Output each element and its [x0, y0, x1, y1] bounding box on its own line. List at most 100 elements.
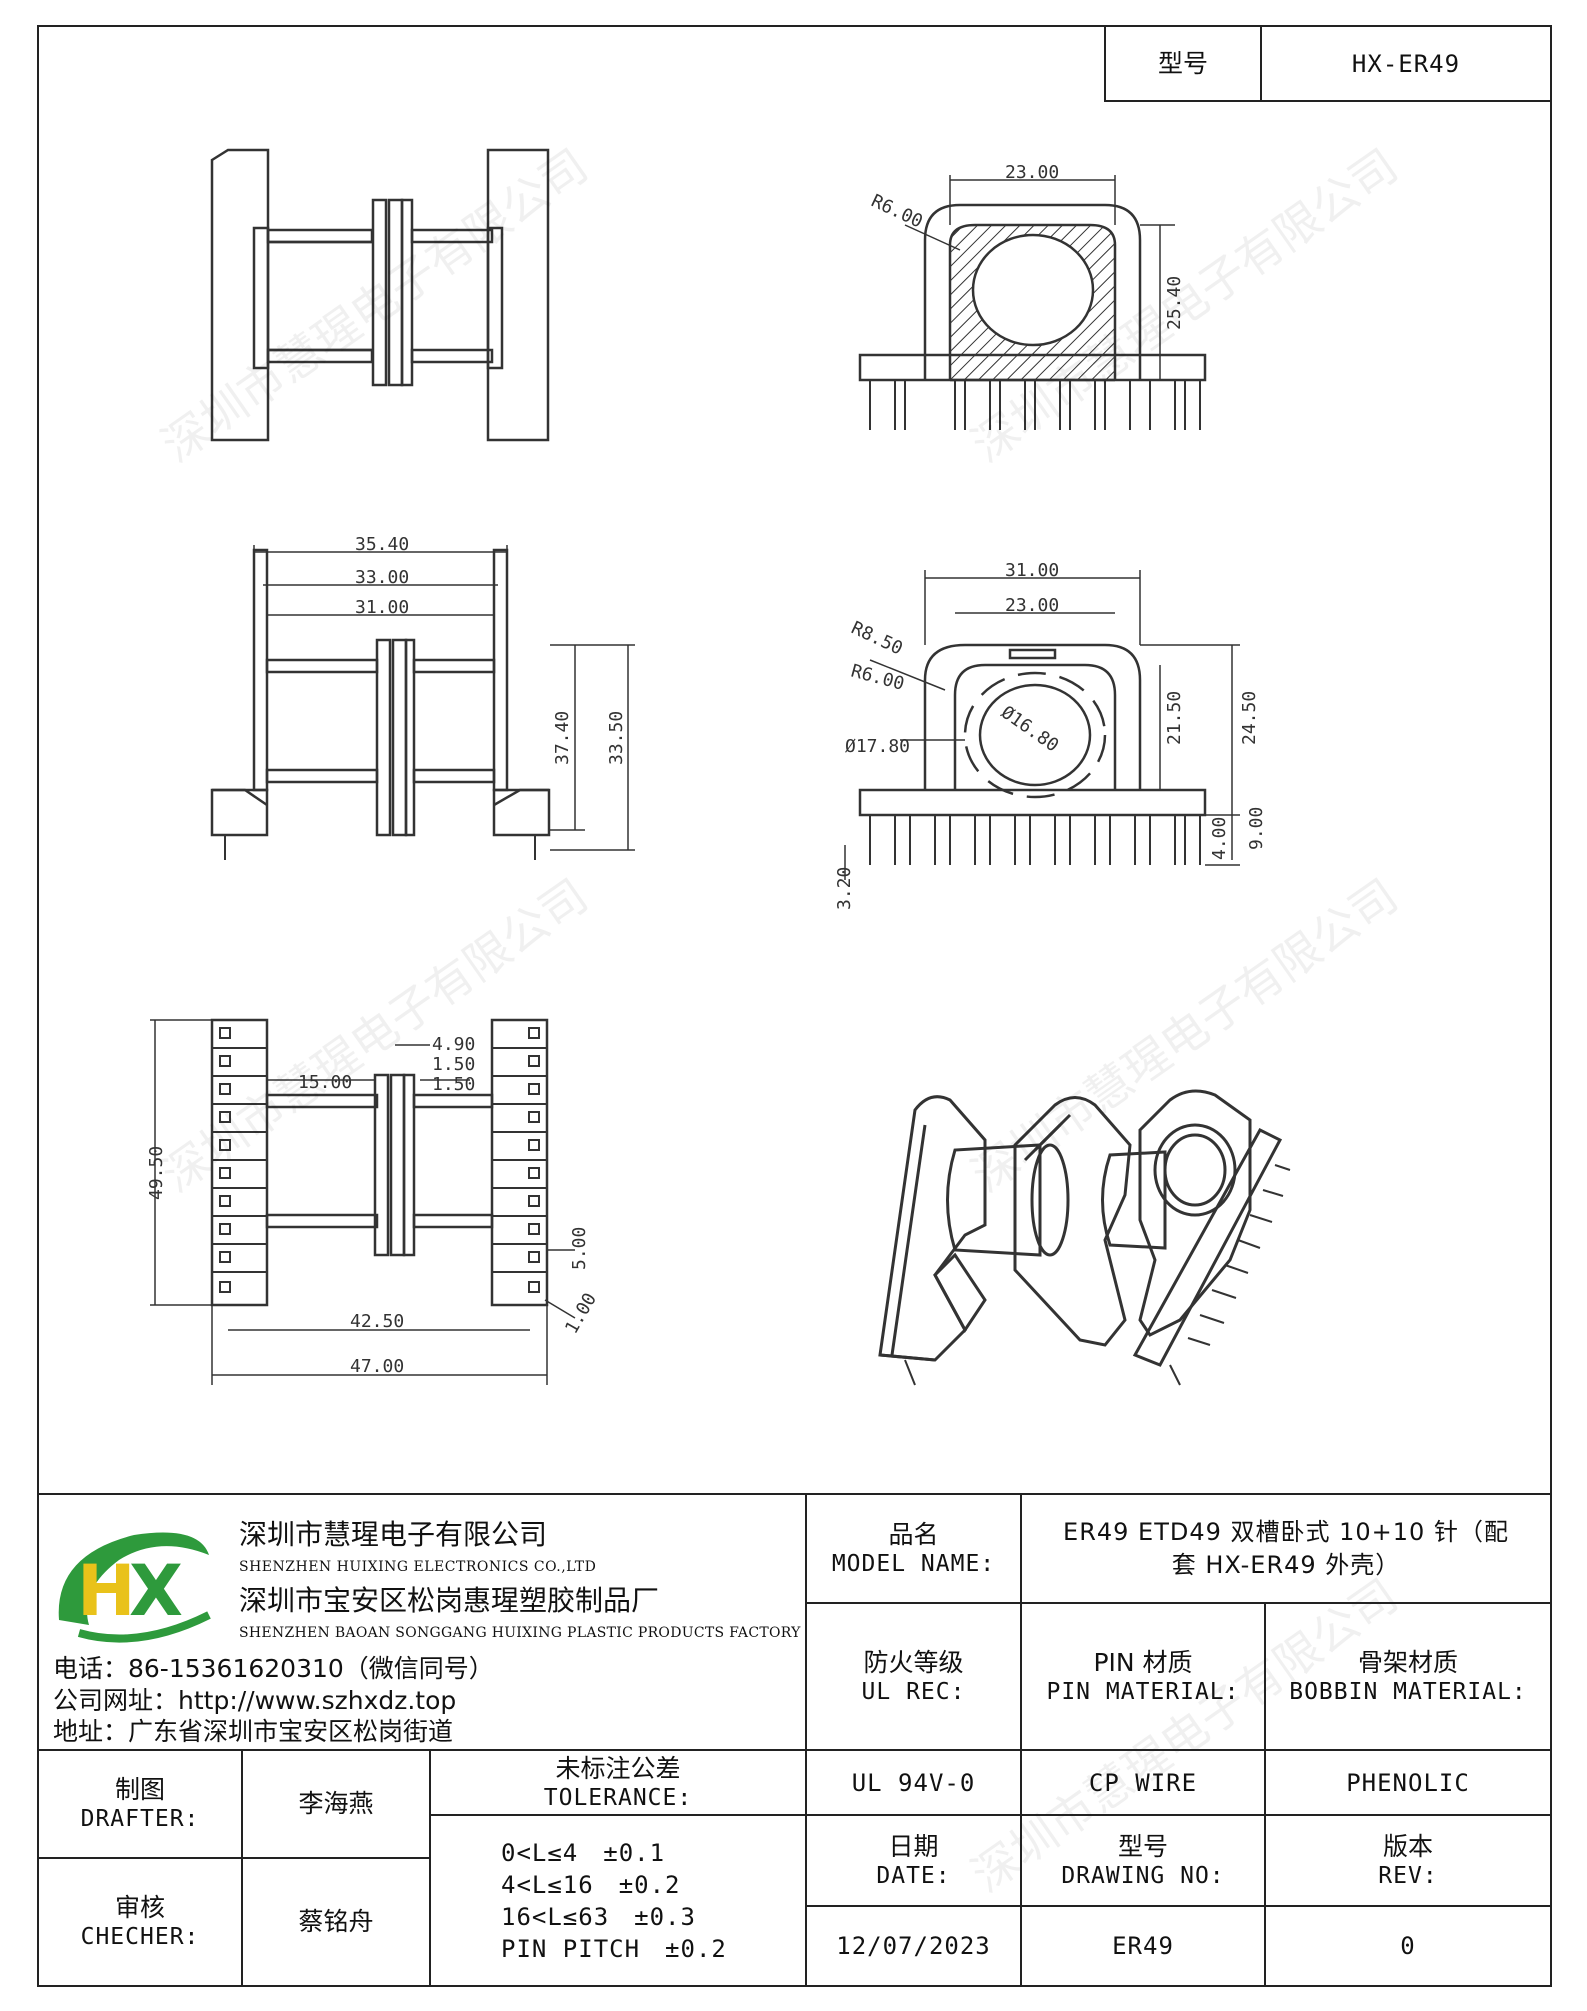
svg-text:H: H	[77, 1550, 136, 1632]
bobbin-material-label-cell: 骨架材质 BOBBIN MATERIAL:	[1264, 1602, 1552, 1751]
dim-ml-b: 33.00	[355, 567, 409, 588]
dim-top-height: 25.40	[1164, 276, 1185, 330]
ul-rec-value-cell: UL 94V-0	[805, 1749, 1022, 1816]
checker-label-cn: 审核	[114, 1893, 165, 1922]
drafter-label-cn: 制图	[114, 1775, 165, 1804]
dim-mr-h4: 9.00	[1246, 807, 1267, 850]
drawing-no-label-cn: 型号	[1117, 1831, 1168, 1861]
drafter-value-cell: 李海燕	[241, 1749, 431, 1859]
dim-mr-r2: R6.00	[849, 661, 907, 695]
factory-name-en: SHENZHEN BAOAN SONGGANG HUIXING PLASTIC …	[239, 1625, 801, 1641]
drafter-label-en: DRAFTER:	[80, 1806, 200, 1833]
date-label-en: DATE:	[876, 1862, 951, 1889]
tolerance-label-en: TOLERANCE:	[543, 1784, 693, 1811]
drawing-no-label-en: DRAWING NO:	[1061, 1862, 1225, 1889]
dim-bl-w1: 42.50	[350, 1311, 404, 1332]
bobbin-material-label-cn: 骨架材质	[1357, 1647, 1458, 1677]
model-label-cell: 型号	[1104, 25, 1262, 102]
dim-bl-d: 1.50	[432, 1074, 475, 1095]
dim-bl-pitch: 5.00	[569, 1227, 590, 1270]
model-name-label-en: MODEL NAME:	[831, 1550, 996, 1577]
ul-rec-value: UL 94V-0	[851, 1768, 976, 1797]
drawing-no-label-cell: 型号 DRAWING NO:	[1020, 1814, 1266, 1907]
tolerance-line: 16<L≤63 ±0.3	[501, 1902, 696, 1931]
dim-bl-a: 4.90	[432, 1034, 475, 1055]
company-name-cn: 深圳市慧瑆电子有限公司	[239, 1518, 548, 1551]
checker-label-en: CHECHER:	[80, 1924, 200, 1951]
tolerance-label-cn: 未标注公差	[555, 1753, 681, 1783]
dim-top-width: 23.00	[1005, 162, 1059, 183]
technical-drawing: 23.00 R6.00 25.40 35.40 33.00 31.00 37.4…	[146, 148, 1291, 1386]
company-phone: 电话：86-15361620310（微信同号）	[53, 1654, 494, 1683]
front-view-middle-right	[844, 570, 1240, 880]
model-label: 型号	[1157, 48, 1208, 78]
ul-rec-label-en: UL REC:	[861, 1678, 966, 1705]
model-name-value: ER49 ETD49 双槽卧式 10+10 针（配套 HX-ER49 外壳）	[1063, 1518, 1509, 1579]
isometric-view-bottom-right	[878, 1089, 1291, 1386]
dim-mr-w2: 23.00	[1005, 595, 1059, 616]
dim-bl-h: 49.50	[146, 1146, 167, 1200]
model-value-cell: HX-ER49	[1260, 25, 1552, 102]
company-address: 地址：广东省深圳市宝安区松岗街道	[53, 1717, 454, 1746]
front-view-top-right	[858, 175, 1207, 430]
pin-material-label-cn: PIN 材质	[1093, 1647, 1193, 1677]
svg-text:X: X	[129, 1550, 183, 1632]
dim-mr-d2: Ø17.80	[845, 736, 910, 757]
model-name-label-cn: 品名	[888, 1519, 939, 1549]
dim-mr-r1: R8.50	[848, 617, 906, 659]
tolerance-label-cell: 未标注公差 TOLERANCE:	[429, 1749, 807, 1816]
dim-bl-b: 1.50	[432, 1054, 475, 1075]
rev-label-cell: 版本 REV:	[1264, 1814, 1552, 1907]
rev-value: 0	[1400, 1932, 1416, 1960]
company-website[interactable]: 公司网址：http://www.szhxdz.top	[53, 1686, 457, 1715]
company-logo-icon: H X	[58, 1532, 211, 1643]
drawing-no-value-cell: ER49	[1020, 1905, 1266, 1987]
ul-rec-label-cell: 防火等级 UL REC:	[805, 1602, 1022, 1751]
pin-material-label-en: PIN MATERIAL:	[1046, 1678, 1240, 1705]
tolerance-values-cell: 0<L≤4 ±0.1 4<L≤16 ±0.2 16<L≤63 ±0.3 PIN …	[429, 1814, 807, 1987]
dim-mr-h3: 4.00	[1209, 817, 1230, 860]
checker-label-cell: 审核 CHECHER:	[37, 1857, 243, 1987]
side-view-middle-left	[210, 545, 635, 860]
date-value-cell: 12/07/2023	[805, 1905, 1022, 1987]
tolerance-line: PIN PITCH ±0.2	[501, 1934, 727, 1963]
drafter-label-cell: 制图 DRAFTER:	[37, 1749, 243, 1859]
rev-label-cn: 版本	[1382, 1831, 1433, 1861]
pin-material-value: CP WIRE	[1088, 1768, 1198, 1797]
dim-bl-w2: 47.00	[350, 1356, 404, 1377]
rev-label-en: REV:	[1378, 1862, 1438, 1889]
date-label-cn: 日期	[888, 1831, 939, 1861]
drafter-value: 李海燕	[298, 1789, 374, 1819]
dim-mr-h5: 3.20	[834, 867, 855, 910]
dim-mr-h1: 21.50	[1164, 691, 1185, 745]
tolerance-line: 0<L≤4 ±0.1	[501, 1838, 666, 1867]
dim-ml-h2: 33.50	[606, 711, 627, 765]
tolerance-line: 4<L≤16 ±0.2	[501, 1870, 681, 1899]
pin-material-label-cell: PIN 材质 PIN MATERIAL:	[1020, 1602, 1266, 1751]
pin-material-value-cell: CP WIRE	[1020, 1749, 1266, 1816]
model-name-value-cell: ER49 ETD49 双槽卧式 10+10 针（配套 HX-ER49 外壳）	[1020, 1493, 1552, 1604]
bobbin-material-value: PHENOLIC	[1346, 1768, 1470, 1797]
bottom-view-bottom-left	[150, 1018, 576, 1385]
dim-mr-h2: 24.50	[1239, 691, 1260, 745]
side-view-top-left	[210, 148, 550, 442]
checker-value: 蔡铭舟	[298, 1907, 374, 1937]
date-value: 12/07/2023	[836, 1932, 991, 1960]
model-name-label-cell: 品名 MODEL NAME:	[805, 1493, 1022, 1604]
checker-value-cell: 蔡铭舟	[241, 1857, 431, 1987]
drawing-no-value: ER49	[1112, 1932, 1174, 1960]
dim-ml-h1: 37.40	[552, 711, 573, 765]
dim-bl-c: 15.00	[298, 1072, 352, 1093]
dim-ml-a: 35.40	[355, 534, 409, 555]
bobbin-material-value-cell: PHENOLIC	[1264, 1749, 1552, 1816]
dim-mr-d1: Ø16.80	[997, 702, 1062, 757]
dim-ml-c: 31.00	[355, 597, 409, 618]
rev-value-cell: 0	[1264, 1905, 1552, 1987]
date-label-cell: 日期 DATE:	[805, 1814, 1022, 1907]
dim-top-radius: R6.00	[868, 190, 926, 232]
bobbin-material-label-en: BOBBIN MATERIAL:	[1289, 1678, 1527, 1705]
ul-rec-label-cn: 防火等级	[863, 1647, 964, 1677]
dim-mr-w1: 31.00	[1005, 560, 1059, 581]
factory-name-cn: 深圳市宝安区松岗惠瑆塑胶制品厂	[239, 1584, 660, 1617]
model-value: HX-ER49	[1351, 49, 1461, 78]
